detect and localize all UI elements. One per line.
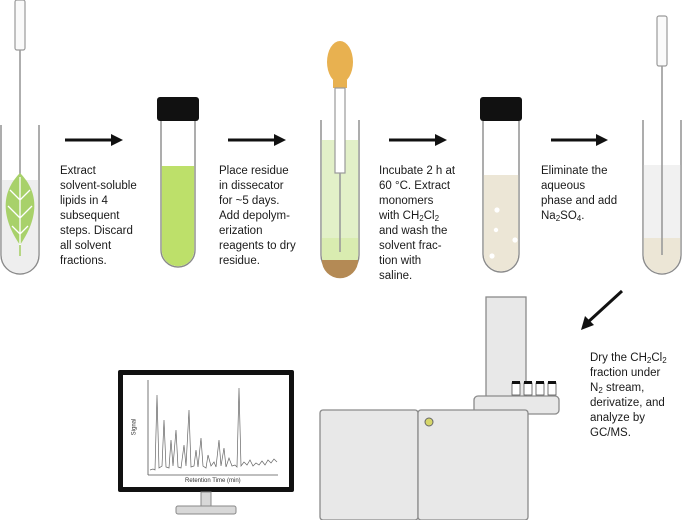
arrow-right-icon [551, 134, 608, 146]
tube-1-leaf-extraction [0, 0, 40, 275]
tube-4-capped-droplets [480, 97, 522, 273]
gc-ms-instrument-icon [319, 296, 560, 520]
tube-5-phases [642, 15, 682, 275]
pipette-icon [656, 15, 668, 255]
chromatogram-ylabel: Signal [131, 418, 138, 436]
leaf-icon [5, 173, 35, 256]
chromatogram [147, 380, 278, 476]
cap-icon [157, 97, 199, 121]
step-1-text: Extract solvent-soluble lipids in 4 subs… [60, 165, 137, 267]
step-3-text: Incubate 2 h at 60 °C. Extract monomers … [379, 165, 456, 282]
chromatogram-trace [149, 387, 278, 471]
arrow-right-icon [65, 134, 123, 146]
cap-icon [480, 97, 522, 121]
gc-right-panel [417, 409, 529, 520]
step-5-text: Dry the CH2Cl2 fraction under N2 stream,… [590, 352, 667, 439]
tube-3-residue [320, 41, 360, 279]
test-tube-icon [642, 120, 682, 275]
step-2-text: Place residue in dissecator for ~5 days.… [219, 165, 296, 267]
chromatogram-xlabel: Retention Time (min) [185, 478, 241, 484]
pipette-icon [14, 0, 26, 178]
arrow-right-icon [228, 134, 286, 146]
test-tube-icon [160, 121, 196, 268]
tube-2-capped-green [157, 97, 199, 268]
gc-left-panel [319, 409, 419, 520]
step-4-text: Eliminate the aqueous phase and add Na2S… [541, 165, 618, 223]
arrow-down-left-icon [581, 289, 624, 330]
arrow-right-icon [389, 134, 447, 146]
power-button [424, 417, 434, 427]
bulb-pipette-icon [327, 41, 353, 252]
test-tube-icon [482, 121, 520, 273]
sample-vials [511, 381, 557, 396]
monitor-icon [118, 370, 294, 515]
